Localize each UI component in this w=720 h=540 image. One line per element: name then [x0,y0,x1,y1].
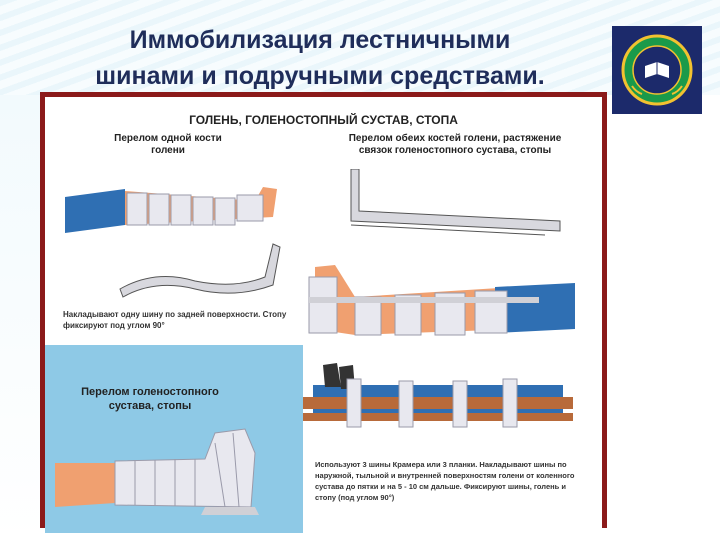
ankle-bandage-illustration [55,428,259,515]
double-splint-illustration [350,169,561,236]
single-splint-leg-illustration [65,187,277,233]
double-splint-leg-illustration [308,265,575,336]
poster-header: ГОЛЕНЬ, ГОЛЕНОСТОПНЫЙ СУСТАВ, СТОПА [189,113,458,127]
ankle-fracture-panel: Перелом голеностопного сустава, стопы [45,345,303,533]
panel1-note: Накладывают одну шину по задней поверхно… [63,310,287,330]
panel2-caption: Перелом обеих костей голени, растяжение … [348,133,562,156]
panel4-note: Используют 3 шины Крамера или 3 планки. … [315,460,575,502]
panel3-caption: Перелом голеностопного сустава, стопы [81,386,219,412]
background-left-strip [0,95,40,540]
school-emblem-icon [612,26,702,114]
immobilization-poster: ГОЛЕНЬ, ГОЛЕНОСТОПНЫЙ СУСТАВ, СТОПА Пере… [40,92,607,533]
background-pattern [0,0,720,95]
title-line-1: Иммобилизация лестничными [129,26,511,54]
panel1-caption: Перелом одной кости голени [114,133,222,156]
title-line-2: шинами и подручными средствами. [95,62,545,90]
kramer-splints-illustration [303,363,573,428]
slide-title: Иммобилизация лестничными шинами и подру… [60,22,580,94]
ladder-splint-illustration [119,243,281,298]
